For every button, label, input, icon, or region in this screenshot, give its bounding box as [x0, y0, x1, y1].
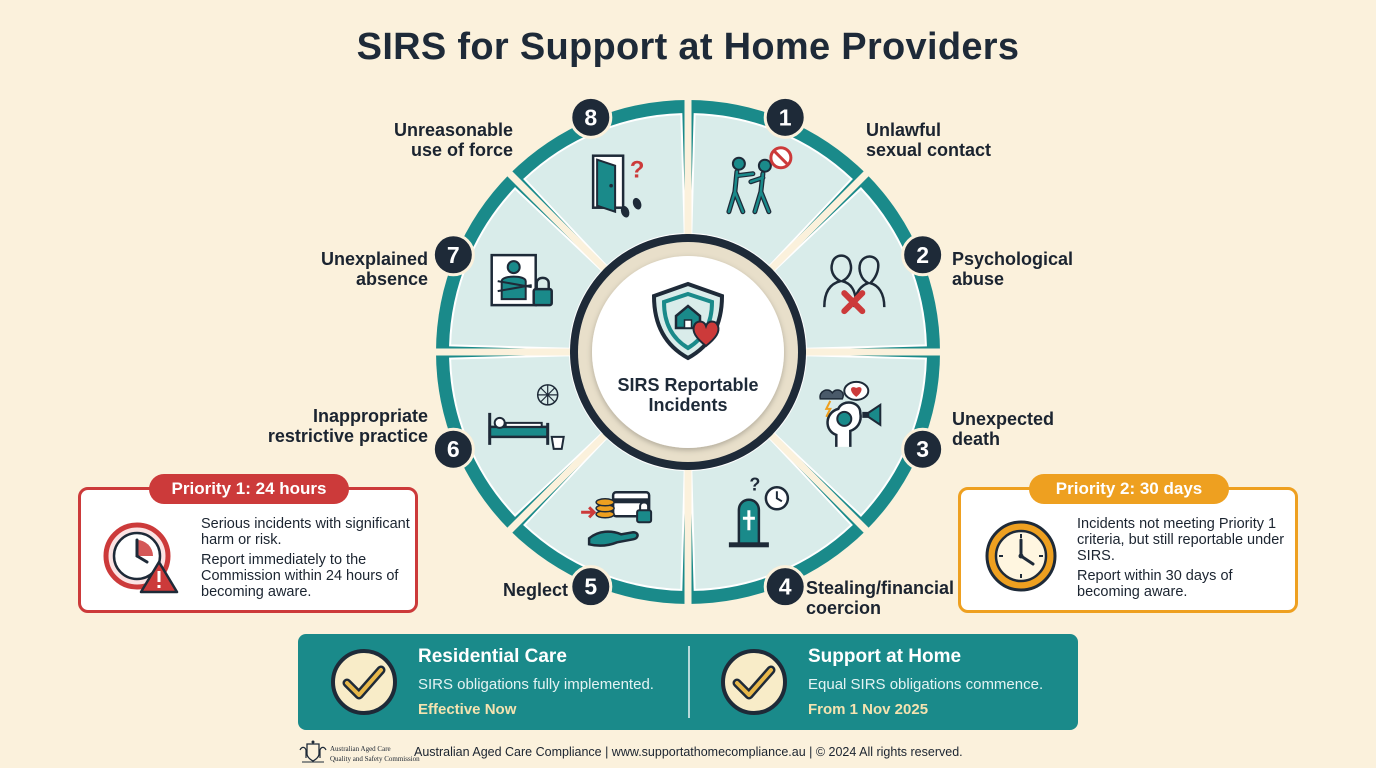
residential-text: SIRS obligations fully implemented.	[418, 676, 654, 693]
segment-divider	[505, 432, 608, 535]
priority1-text-2: Report immediately to the Commission wit…	[201, 552, 399, 600]
center-label-line2: Incidents	[648, 395, 727, 415]
category-label-6: Neglect	[502, 580, 568, 600]
residential-heading: Residential Care	[418, 646, 567, 667]
priority2-text-1: Incidents not meeting Priority 1 criteri…	[1077, 516, 1285, 564]
banner-divider	[688, 646, 690, 718]
segment-divider	[505, 169, 608, 272]
coat-of-arms-icon	[299, 740, 327, 763]
logo-line2: Quality and Safety Commission	[330, 755, 420, 763]
category-number-badge-7: 7	[431, 233, 475, 277]
page-title: SIRS for Support at Home Providers	[356, 26, 1020, 68]
category-number-badge-3: 3	[901, 427, 945, 471]
open-door-icon: ?	[591, 154, 645, 218]
category-number-badge-4: 4	[763, 565, 807, 609]
neglect-bed-icon	[488, 384, 565, 450]
priority2-heading: Priority 2: 30 days	[1029, 474, 1229, 504]
category-number-badge-8: 8	[569, 95, 613, 139]
question-mark-icon: ?	[630, 157, 645, 184]
home-effective: From 1 Nov 2025	[808, 701, 929, 718]
badge-number: 4	[779, 574, 792, 600]
category-number-badge-1: 1	[763, 95, 807, 139]
priority2-card: Priority 2: 30 days Incidents not meetin…	[958, 474, 1298, 613]
priority1-card: Priority 1: 24 hours Serious incidents w…	[78, 474, 418, 613]
badge-number: 2	[916, 242, 929, 268]
psychological-abuse-icon	[819, 380, 882, 447]
gravestone-icon: ?	[728, 474, 790, 548]
logo-line1: Australian Aged Care	[330, 745, 391, 753]
badge-number: 8	[584, 104, 597, 130]
center-label-line1: SIRS Reportable	[617, 375, 758, 395]
commission-logo: Australian Aged Care Quality and Safety …	[298, 740, 420, 764]
category-number-badge-6: 6	[431, 427, 475, 471]
segment-divider	[768, 169, 871, 272]
badge-number: 1	[779, 104, 792, 130]
home-heading: Support at Home	[808, 646, 962, 667]
clock-icon	[985, 520, 1057, 592]
financial-coercion-icon	[581, 491, 653, 547]
priority2-text-2: Report within 30 days of becoming aware.	[1077, 568, 1233, 600]
category-number-badge-5: 5	[569, 565, 613, 609]
residential-effective: Effective Now	[418, 701, 517, 718]
priority1-heading: Priority 1: 24 hours	[149, 474, 349, 504]
obligations-banner: Residential Care SIRS obligations fully …	[298, 634, 1078, 730]
restraint-icon	[490, 253, 553, 307]
segment-divider	[768, 432, 871, 535]
footer: Australian Aged Care Quality and Safety …	[298, 738, 1078, 766]
badge-number: 5	[584, 574, 597, 600]
wheel-icons: ??	[488, 146, 886, 548]
badge-number: 7	[447, 242, 460, 268]
home-check-icon	[721, 649, 787, 715]
wheel-badges: 1 2 3 4 5 6 7 8	[431, 95, 945, 609]
sexual-contact-icon	[823, 254, 886, 315]
badge-number: 3	[916, 436, 929, 462]
footer-text: Australian Aged Care Compliance | www.su…	[414, 745, 963, 759]
clock-alert-icon	[103, 522, 179, 594]
badge-number: 6	[447, 436, 460, 462]
priority1-text-1: Serious incidents with significant harm …	[201, 516, 410, 548]
use-of-force-icon	[726, 146, 793, 215]
residential-check-icon	[331, 649, 397, 715]
home-text: Equal SIRS obligations commence.	[808, 676, 1044, 693]
category-number-badge-2: 2	[901, 233, 945, 277]
question-mark-icon: ?	[749, 474, 760, 494]
shield-home-heart-icon	[651, 281, 725, 361]
